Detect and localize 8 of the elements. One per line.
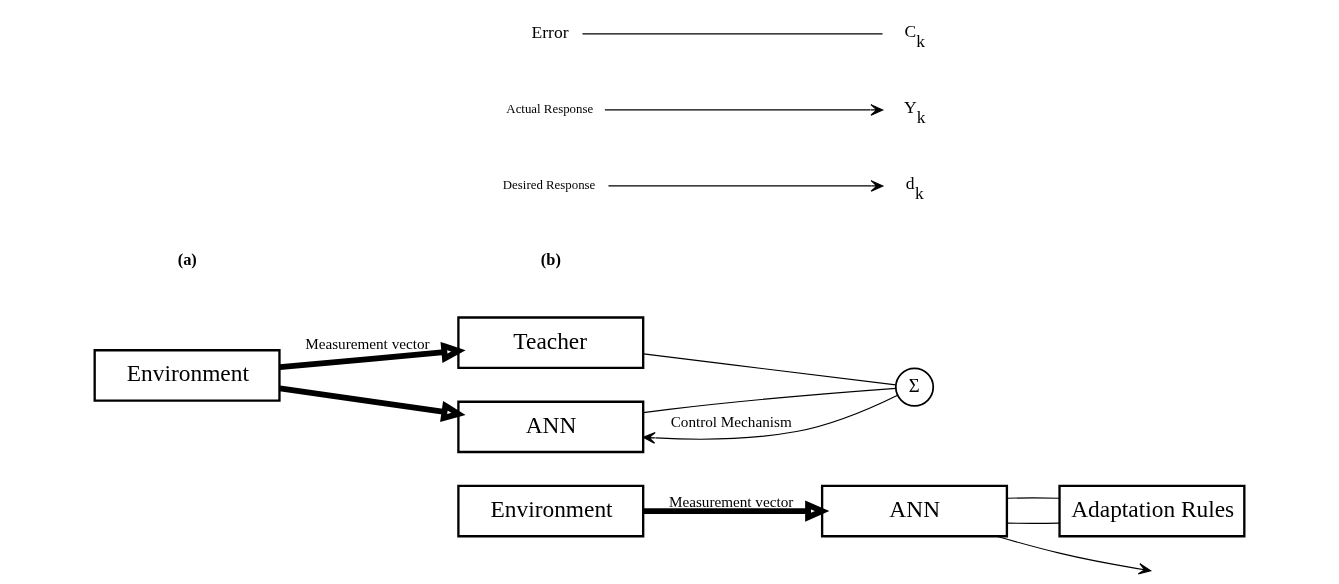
node-text: Actual Response [506,102,594,117]
edge-label: Control Mechanism [670,413,792,431]
label: (a) [177,250,197,270]
label: (b) [540,250,561,270]
node-text: Error [531,22,569,42]
node-text: Desired Response [502,178,596,193]
edge-label: Measurement vector [305,334,430,352]
edge-label: Measurement vector [668,492,794,510]
